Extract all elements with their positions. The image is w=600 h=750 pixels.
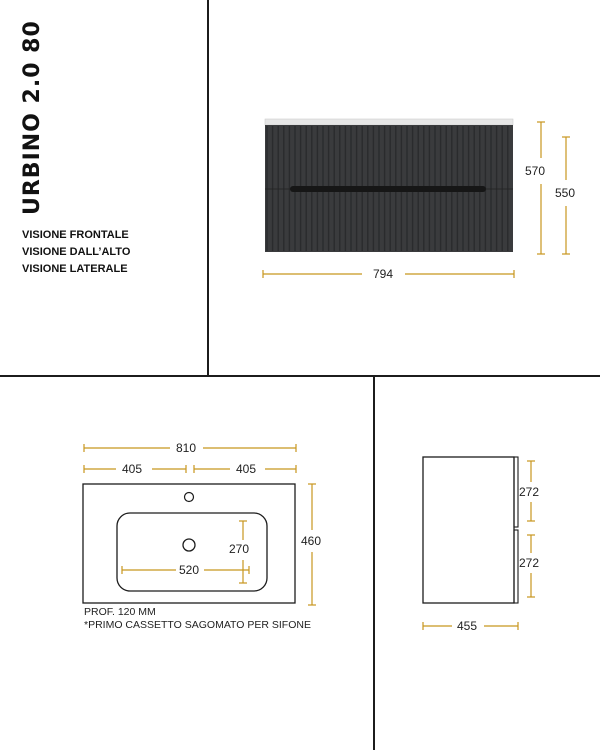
dim-side-depth-455 (422, 622, 519, 630)
label-side-drawer-bottom: 272 (519, 556, 540, 570)
faucet-hole (183, 491, 195, 503)
dim-basin-depth-270 (239, 520, 247, 584)
basin-outline (116, 512, 268, 592)
front-handle (290, 186, 486, 192)
front-view (262, 118, 570, 278)
vertical-divider-bottom (373, 376, 375, 750)
dim-front-height-570 (537, 121, 545, 255)
dim-front-width-794 (262, 270, 515, 278)
label-side-depth-455: 455 (457, 619, 478, 633)
dim-top-depth-460 (308, 483, 316, 606)
top-countertop-outline (82, 483, 296, 604)
front-worktop (264, 118, 514, 126)
label-side-drawer-top: 272 (519, 485, 540, 499)
dim-side-drawer-top (527, 460, 535, 522)
dim-top-half-left (83, 465, 187, 473)
label-top-half-right: 405 (236, 462, 257, 476)
dim-side-drawer-bottom (527, 534, 535, 598)
note-depth: PROF. 120 MM (84, 606, 156, 618)
view-list: VISIONE FRONTALE VISIONE DALL’ALTO VISIO… (22, 227, 130, 278)
side-view (422, 456, 535, 630)
side-cabinet-outline (422, 456, 515, 604)
note-drawer: *PRIMO CASSETTO SAGOMATO PER SIFONE (84, 619, 311, 631)
top-view (82, 444, 316, 606)
label-top-half-left: 405 (122, 462, 143, 476)
label-front-width-794: 794 (373, 267, 394, 281)
label-front-height-550: 550 (555, 186, 576, 200)
vertical-divider-top (207, 0, 209, 376)
label-basin-depth-270: 270 (229, 542, 250, 556)
dim-front-height-550 (562, 136, 570, 255)
label-top-width-810: 810 (176, 441, 197, 455)
side-drawer-front-bottom (513, 529, 519, 604)
horizontal-divider (0, 375, 600, 377)
label-front-height-570: 570 (525, 164, 546, 178)
label-top-depth-460: 460 (301, 534, 322, 548)
view-label-front: VISIONE FRONTALE (22, 229, 129, 241)
dim-top-half-right (193, 465, 297, 473)
drain-hole (182, 538, 196, 552)
dim-basin-width-520 (121, 566, 250, 574)
dim-top-width-810 (83, 444, 297, 452)
view-label-top: VISIONE DALL’ALTO (22, 246, 131, 258)
view-label-side: VISIONE LATERALE (22, 263, 128, 275)
side-drawer-front-top (513, 456, 519, 528)
label-basin-width-520: 520 (179, 563, 200, 577)
